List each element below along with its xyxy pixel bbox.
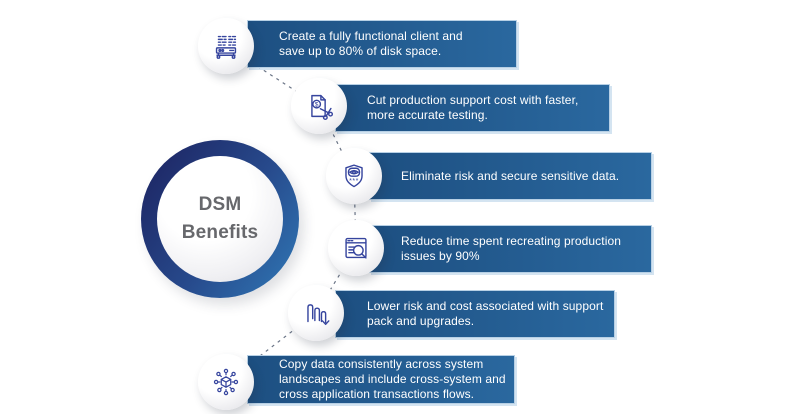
benefit-text: Copy data consistently across system lan…	[279, 357, 506, 401]
benefit-bar: Lower risk and cost associated with supp…	[335, 290, 615, 338]
benefit-text: Cut production support cost with faster,…	[367, 93, 579, 122]
benefit-text: Create a fully functional client and sav…	[279, 29, 463, 58]
svg-text:$: $	[315, 101, 319, 108]
data-distribution-icon	[213, 368, 239, 396]
shield-eye-icon: ***	[345, 164, 363, 188]
server-client-icon	[215, 35, 237, 59]
hub-title: DSM Benefits	[181, 194, 259, 243]
benefit-bar: Create a fully functional client and sav…	[247, 20, 517, 68]
benefit-text: Reduce time spent recreating production …	[401, 234, 622, 263]
hub-circle: DSM Benefits	[141, 140, 299, 298]
icon-badge: ***	[326, 148, 382, 204]
benefit-bar: Copy data consistently across system lan…	[247, 355, 515, 404]
icon-badge	[328, 220, 384, 276]
cost-cutting-icon: $	[311, 94, 334, 121]
benefit-bar: Reduce time spent recreating production …	[369, 225, 652, 273]
hub-inner-circle: DSM Benefits	[157, 156, 283, 282]
issue-search-icon	[345, 237, 367, 259]
icon-badge	[198, 18, 254, 74]
icon-badge: $	[291, 78, 347, 134]
icon-badge	[288, 285, 344, 341]
benefit-text: Eliminate risk and secure sensitive data…	[401, 168, 620, 183]
benefit-bar: Cut production support cost with faster,…	[335, 84, 610, 132]
svg-text:***: ***	[349, 177, 359, 185]
declining-bars-icon	[307, 304, 330, 326]
benefit-text: Lower risk and cost associated with supp…	[367, 299, 604, 328]
icon-badge	[198, 354, 254, 410]
benefit-bar: Eliminate risk and secure sensitive data…	[369, 152, 652, 200]
